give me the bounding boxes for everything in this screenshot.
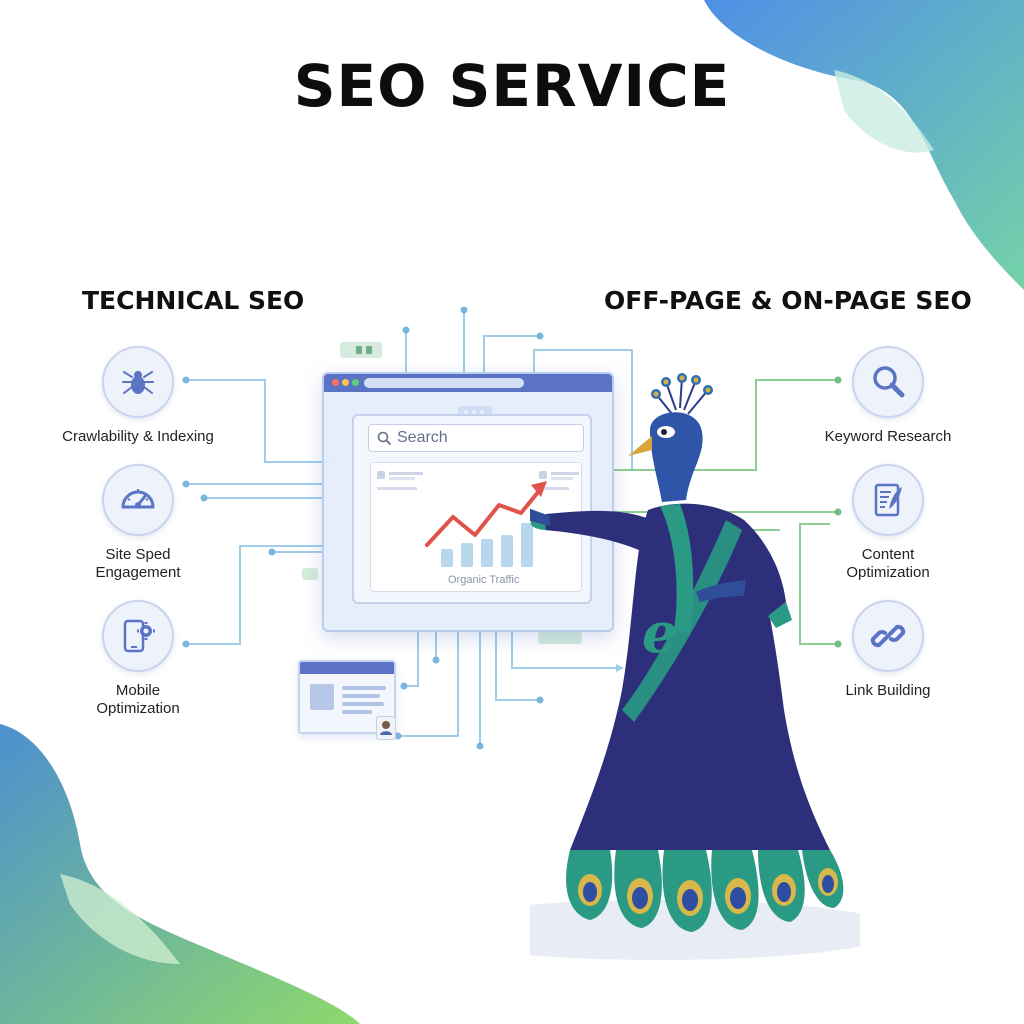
- browser-title-bar: [324, 374, 612, 392]
- spider-icon: [102, 346, 174, 418]
- chain-link-icon: [852, 600, 924, 672]
- feature-label: Crawlability & Indexing: [62, 428, 214, 445]
- magnifier-icon: [852, 346, 924, 418]
- feature-label: Site Sped Engagement: [95, 546, 181, 581]
- technical-seo-heading: TECHNICAL SEO: [82, 286, 305, 315]
- search-input[interactable]: Search: [368, 424, 584, 452]
- search-icon: [377, 431, 391, 445]
- feature-label: Keyword Research: [824, 428, 952, 445]
- feature-site-speed-engagement: Site Sped Engagement: [48, 464, 228, 582]
- feature-label: Link Building: [845, 682, 931, 699]
- decorative-blob-bottom-left: [0, 724, 360, 1024]
- small-browser-card: [298, 660, 396, 734]
- feature-link-building: Link Building: [798, 600, 978, 700]
- offpage-onpage-seo-heading: OFF-PAGE & ON-PAGE SEO: [604, 286, 972, 315]
- peacock-mascot: e: [530, 373, 860, 960]
- avatar: [376, 716, 396, 740]
- page-title: SEO SERVICE: [293, 52, 731, 120]
- organic-traffic-label: Organic Traffic: [448, 574, 520, 586]
- search-placeholder: Search: [397, 429, 448, 446]
- speedometer-icon: [102, 464, 174, 536]
- feature-content-optimization: Content Optimization: [798, 464, 978, 582]
- feature-crawlability-indexing: Crawlability & Indexing: [48, 346, 228, 446]
- decorative-blob-top-right: [704, 0, 1024, 290]
- feature-label: Mobile Optimization: [96, 682, 180, 717]
- feature-mobile-optimization: Mobile Optimization: [48, 600, 228, 718]
- traffic-chart-graphic: [377, 471, 579, 567]
- mobile-gear-icon: [102, 600, 174, 672]
- document-feather-icon: [852, 464, 924, 536]
- feature-label: Content Optimization: [846, 546, 930, 581]
- svg-text:e: e: [642, 600, 678, 666]
- feature-keyword-research: Keyword Research: [798, 346, 978, 446]
